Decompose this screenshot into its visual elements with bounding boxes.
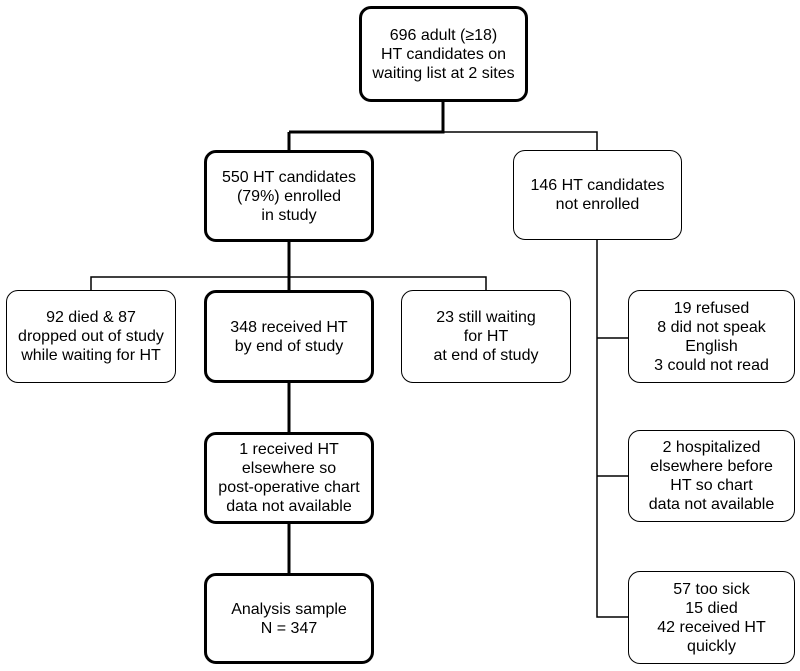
box-text-line: English [685,337,738,355]
box-text-line: data not available [226,498,352,515]
box-died-dropped: 92 died & 87 dropped out of study while wa… [6,290,176,383]
connector-not-enrolled-trunk [596,240,628,618]
box-text-line: N = 347 [260,619,318,637]
connector-top-right [443,131,598,150]
box-text-line: (79%) enrolled [236,187,342,205]
box-text-line: 8 did not speak [657,318,766,336]
box-text-line: quickly [687,637,736,655]
box-text-line: 146 HT candidates [530,177,665,194]
box-text-line: not enrolled [555,196,640,213]
box-still-waiting: 23 still waiting for HT at end of study [401,290,571,383]
box-text-line: at end of study [433,347,539,364]
connector-split-bar [90,276,487,290]
box-text-line: 696 adult (≥18) [389,26,498,44]
box-text-line: 23 still waiting [436,309,536,326]
box-text-line: 19 refused [673,299,750,317]
box-hospitalized: 2 hospitalized elsewhere before HT so char… [628,430,795,522]
box-text-line: 3 could not read [654,356,769,374]
box-text-line: 2 hospitalized [662,439,761,456]
box-text-line: 550 HT candidates [221,168,356,186]
box-text-line: while waiting for HT [21,347,161,364]
box-text-line: 15 died [685,599,738,617]
box-text-line: 92 died & 87 [46,309,136,326]
box-text-line: post-operative chart [218,479,360,496]
connector-top-split [289,102,445,134]
box-text-line: for HT [463,328,509,345]
box-text-line: Analysis sample [231,600,347,618]
box-text-line: data not available [648,496,775,513]
box-elsewhere: 1 received HT elsewhere so post-operative … [204,432,374,524]
box-text-line: elsewhere so [241,460,337,477]
box-text-line: 57 too sick [673,580,750,598]
box-text-line: dropped out of study [18,328,164,345]
box-text-line: in study [261,206,317,224]
box-text-line: by end of study [234,337,344,355]
box-text-line: waiting list at 2 sites [372,64,515,82]
box-text-line: 1 received HT [239,441,339,458]
box-not-enrolled: 146 HT candidates not enrolled [513,150,682,240]
box-text-line: elsewhere before [650,458,773,475]
box-text-line: HT so chart [670,477,753,494]
box-text-line: HT candidates on [380,45,507,63]
box-text-line: 348 received HT [230,318,348,336]
box-text-line: 42 received HT [657,618,766,636]
